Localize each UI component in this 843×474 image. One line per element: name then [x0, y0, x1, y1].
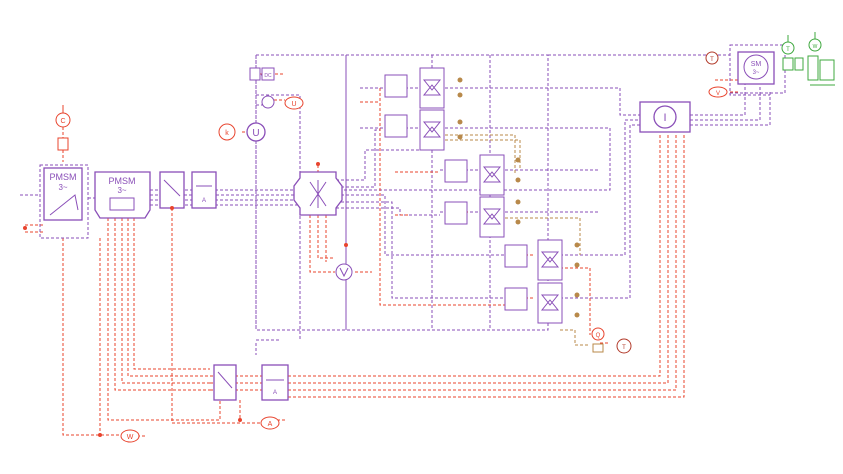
u-source-label: U	[252, 128, 259, 139]
pmsm-left-subtitle: 3~	[58, 183, 67, 192]
current-meter-label: I	[663, 112, 666, 124]
current-meter-block[interactable]: I	[639, 101, 691, 133]
sm-right-block[interactable]: SM 3~	[729, 44, 786, 94]
left-source[interactable]: C	[55, 105, 71, 151]
bottom-q-meter[interactable]: Q	[591, 327, 605, 353]
bottom-converter-label: A	[273, 390, 277, 396]
u-meter-top[interactable]: U	[261, 95, 304, 110]
thyristor-group-5[interactable]	[504, 239, 580, 281]
bottom-converter-2[interactable]: A	[261, 364, 289, 401]
a-meter[interactable]: A	[260, 416, 280, 430]
u-meter-label: U	[291, 101, 296, 108]
thyristor-group-6[interactable]	[504, 282, 580, 324]
pmsm-left-title: PMSM	[50, 172, 77, 182]
red-signal-lines	[25, 73, 740, 437]
bottom-t-label: T	[622, 345, 626, 351]
thyristor-group-3[interactable]	[444, 154, 521, 196]
bottom-converter-1[interactable]	[213, 364, 237, 401]
green-mechanical[interactable]: T W	[781, 32, 835, 86]
left-source-label: C	[60, 118, 65, 125]
pmsm-left-block[interactable]: PMSM 3~	[39, 164, 89, 239]
w-meter-label: W	[127, 434, 134, 441]
sm-subtitle: 3~	[753, 70, 760, 76]
converter-block-2[interactable]: A	[191, 171, 217, 209]
green-w-label: W	[813, 44, 818, 50]
inverter-block[interactable]	[293, 162, 343, 216]
thyristor-group-2[interactable]	[384, 109, 463, 151]
w-meter[interactable]: W	[120, 429, 140, 443]
right-t-meter[interactable]: T	[705, 51, 719, 65]
converter-block-1[interactable]	[159, 171, 185, 209]
sm-title: SM	[751, 61, 762, 68]
pmsm-mid-title: PMSM	[109, 176, 136, 186]
thyristor-group-1[interactable]	[384, 67, 463, 109]
right-v-meter[interactable]: V	[708, 86, 728, 98]
right-t-meter-label: T	[710, 57, 714, 63]
green-t-label: T	[786, 47, 790, 53]
bottom-q-label: Q	[596, 333, 601, 339]
bottom-t-meter[interactable]: T	[616, 338, 632, 354]
right-v-meter-label: V	[716, 91, 720, 97]
a-meter-label: A	[268, 421, 273, 428]
converter-abc-label: A	[202, 198, 206, 204]
k-source-label: k	[225, 130, 229, 137]
dc-meter[interactable]: DC	[249, 67, 275, 81]
pmsm-mid-subtitle: 3~	[117, 186, 126, 195]
terminal-markers	[23, 206, 348, 437]
thyristor-group-4[interactable]	[444, 196, 521, 238]
purple-bus	[20, 54, 771, 355]
k-source[interactable]: k U	[218, 122, 266, 142]
dc-meter-label: DC	[264, 73, 272, 79]
v-meter-mid[interactable]	[335, 263, 353, 281]
pmsm-mid-block[interactable]: PMSM 3~	[94, 171, 151, 219]
